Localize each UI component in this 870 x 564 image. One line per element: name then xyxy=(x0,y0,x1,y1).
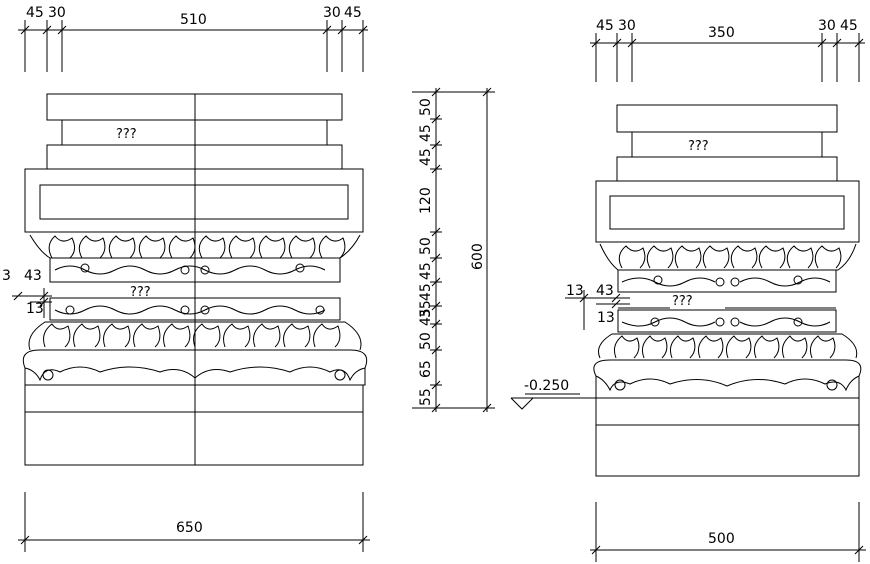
dim-label: 45 xyxy=(596,18,614,34)
dim-label: 35 xyxy=(418,300,434,318)
right-lower-leaf-band xyxy=(598,309,858,359)
dim-label: 13 xyxy=(26,301,44,317)
block-label: ??? xyxy=(116,127,137,142)
dim-label: 45 xyxy=(418,308,434,326)
right-abacus: ??? xyxy=(595,104,860,243)
dim-label: 45 xyxy=(418,148,434,166)
dim-label: 30 xyxy=(48,5,66,21)
level-marker: -0.250 xyxy=(510,378,596,410)
left-abacus: ??? xyxy=(24,93,364,233)
dim-label: 30 xyxy=(818,18,836,34)
dim-label: 3 xyxy=(2,268,11,284)
right-base-moulding xyxy=(593,359,862,477)
dim-label: 13 xyxy=(597,310,615,326)
dim-total-label: 600 xyxy=(470,243,486,270)
dim-label: 30 xyxy=(618,18,636,34)
dim-label: 50 xyxy=(418,237,434,255)
level-label: -0.250 xyxy=(524,378,569,394)
dim-label: 45 xyxy=(418,124,434,142)
right-top-dimension: 45 30 350 30 45 xyxy=(590,18,865,82)
dim-label: 650 xyxy=(176,520,203,536)
dim-label: 500 xyxy=(708,531,735,547)
dim-label: 13 xyxy=(566,283,584,299)
block-label: ??? xyxy=(688,139,709,154)
dim-label: 55 xyxy=(418,388,434,406)
dim-label: 350 xyxy=(708,25,735,41)
dim-label: 45 xyxy=(418,283,434,301)
right-middle-band: ??? xyxy=(618,291,836,309)
dim-label: 65 xyxy=(418,360,434,378)
block-label: ??? xyxy=(672,294,693,309)
right-upper-leaf-band xyxy=(599,243,857,293)
dim-label: 50 xyxy=(418,332,434,350)
dim-label: 30 xyxy=(323,5,341,21)
dim-label: 45 xyxy=(418,262,434,280)
block-label: ??? xyxy=(130,285,151,300)
dim-label: 50 xyxy=(418,98,434,116)
right-capital-elevation: 45 30 350 30 45 ??? xyxy=(510,18,866,562)
dim-label: 43 xyxy=(596,283,614,299)
vertical-dimension-chain: 50 45 45 120 50 45 45 35 45 50 65 55 600 xyxy=(412,87,495,413)
dim-label: 120 xyxy=(418,187,434,214)
dim-label: 510 xyxy=(180,12,207,28)
left-bottom-dimension: 650 xyxy=(18,492,370,552)
dim-label: 45 xyxy=(344,5,362,21)
dim-label: 43 xyxy=(24,268,42,284)
right-side-dimension: 13 43 13 xyxy=(565,283,630,330)
left-capital-elevation: 45 30 510 30 45 ??? xyxy=(2,5,370,552)
dim-label: 45 xyxy=(26,5,44,21)
dim-label: 45 xyxy=(840,18,858,34)
left-top-dimension: 45 30 510 30 45 xyxy=(18,5,368,72)
left-side-dimension: 3 43 13 xyxy=(2,268,52,318)
right-bottom-dimension: 500 xyxy=(590,502,866,562)
